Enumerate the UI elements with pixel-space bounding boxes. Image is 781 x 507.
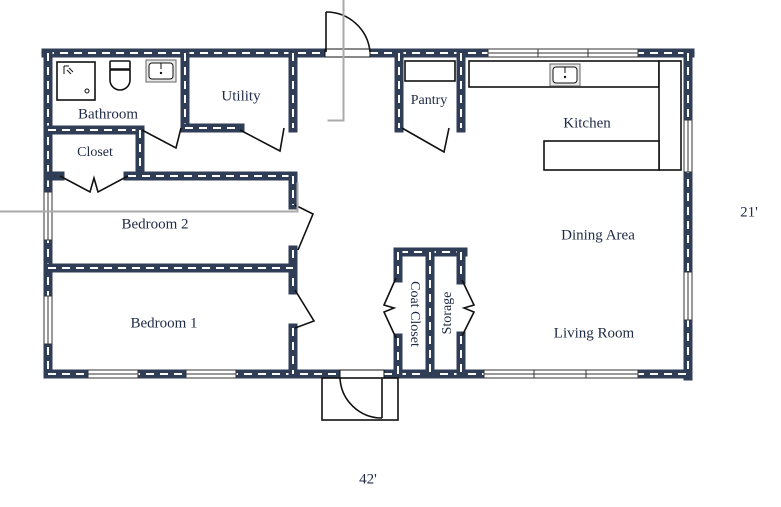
room-label-closet: Closet: [77, 145, 113, 160]
dimension-width: [0, 182, 299, 213]
windows: [43, 48, 693, 379]
pantry-shelf: [404, 60, 456, 82]
room-label-coat-closet: Coat Closet: [407, 281, 422, 347]
room-label-bedroom-2: Bedroom 2: [121, 216, 189, 233]
back-door-bottom: [321, 369, 399, 421]
room-label-kitchen: Kitchen: [563, 115, 611, 132]
kitchen-island: [543, 140, 660, 171]
front-door-top: [324, 11, 371, 58]
room-label-dining-area: Dining Area: [561, 227, 635, 244]
toilet-icon: [109, 60, 131, 91]
interior-walls: [43, 48, 468, 379]
kitchen-sink-icon: [549, 63, 581, 87]
bathroom-sink-icon: [145, 59, 177, 83]
dimension-height: [327, 0, 345, 122]
room-label-bedroom-1: Bedroom 1: [130, 315, 198, 332]
room-label-utility: Utility: [221, 88, 261, 105]
room-label-storage: Storage: [440, 291, 455, 335]
room-label-living-room: Living Room: [553, 325, 635, 342]
shower-icon: [56, 61, 96, 101]
room-label-pantry: Pantry: [410, 93, 448, 108]
room-label-bathroom: Bathroom: [78, 106, 138, 123]
dimension-label-width: 42': [359, 471, 377, 488]
dimension-label-height: 21': [740, 204, 758, 221]
doors: [59, 11, 476, 421]
